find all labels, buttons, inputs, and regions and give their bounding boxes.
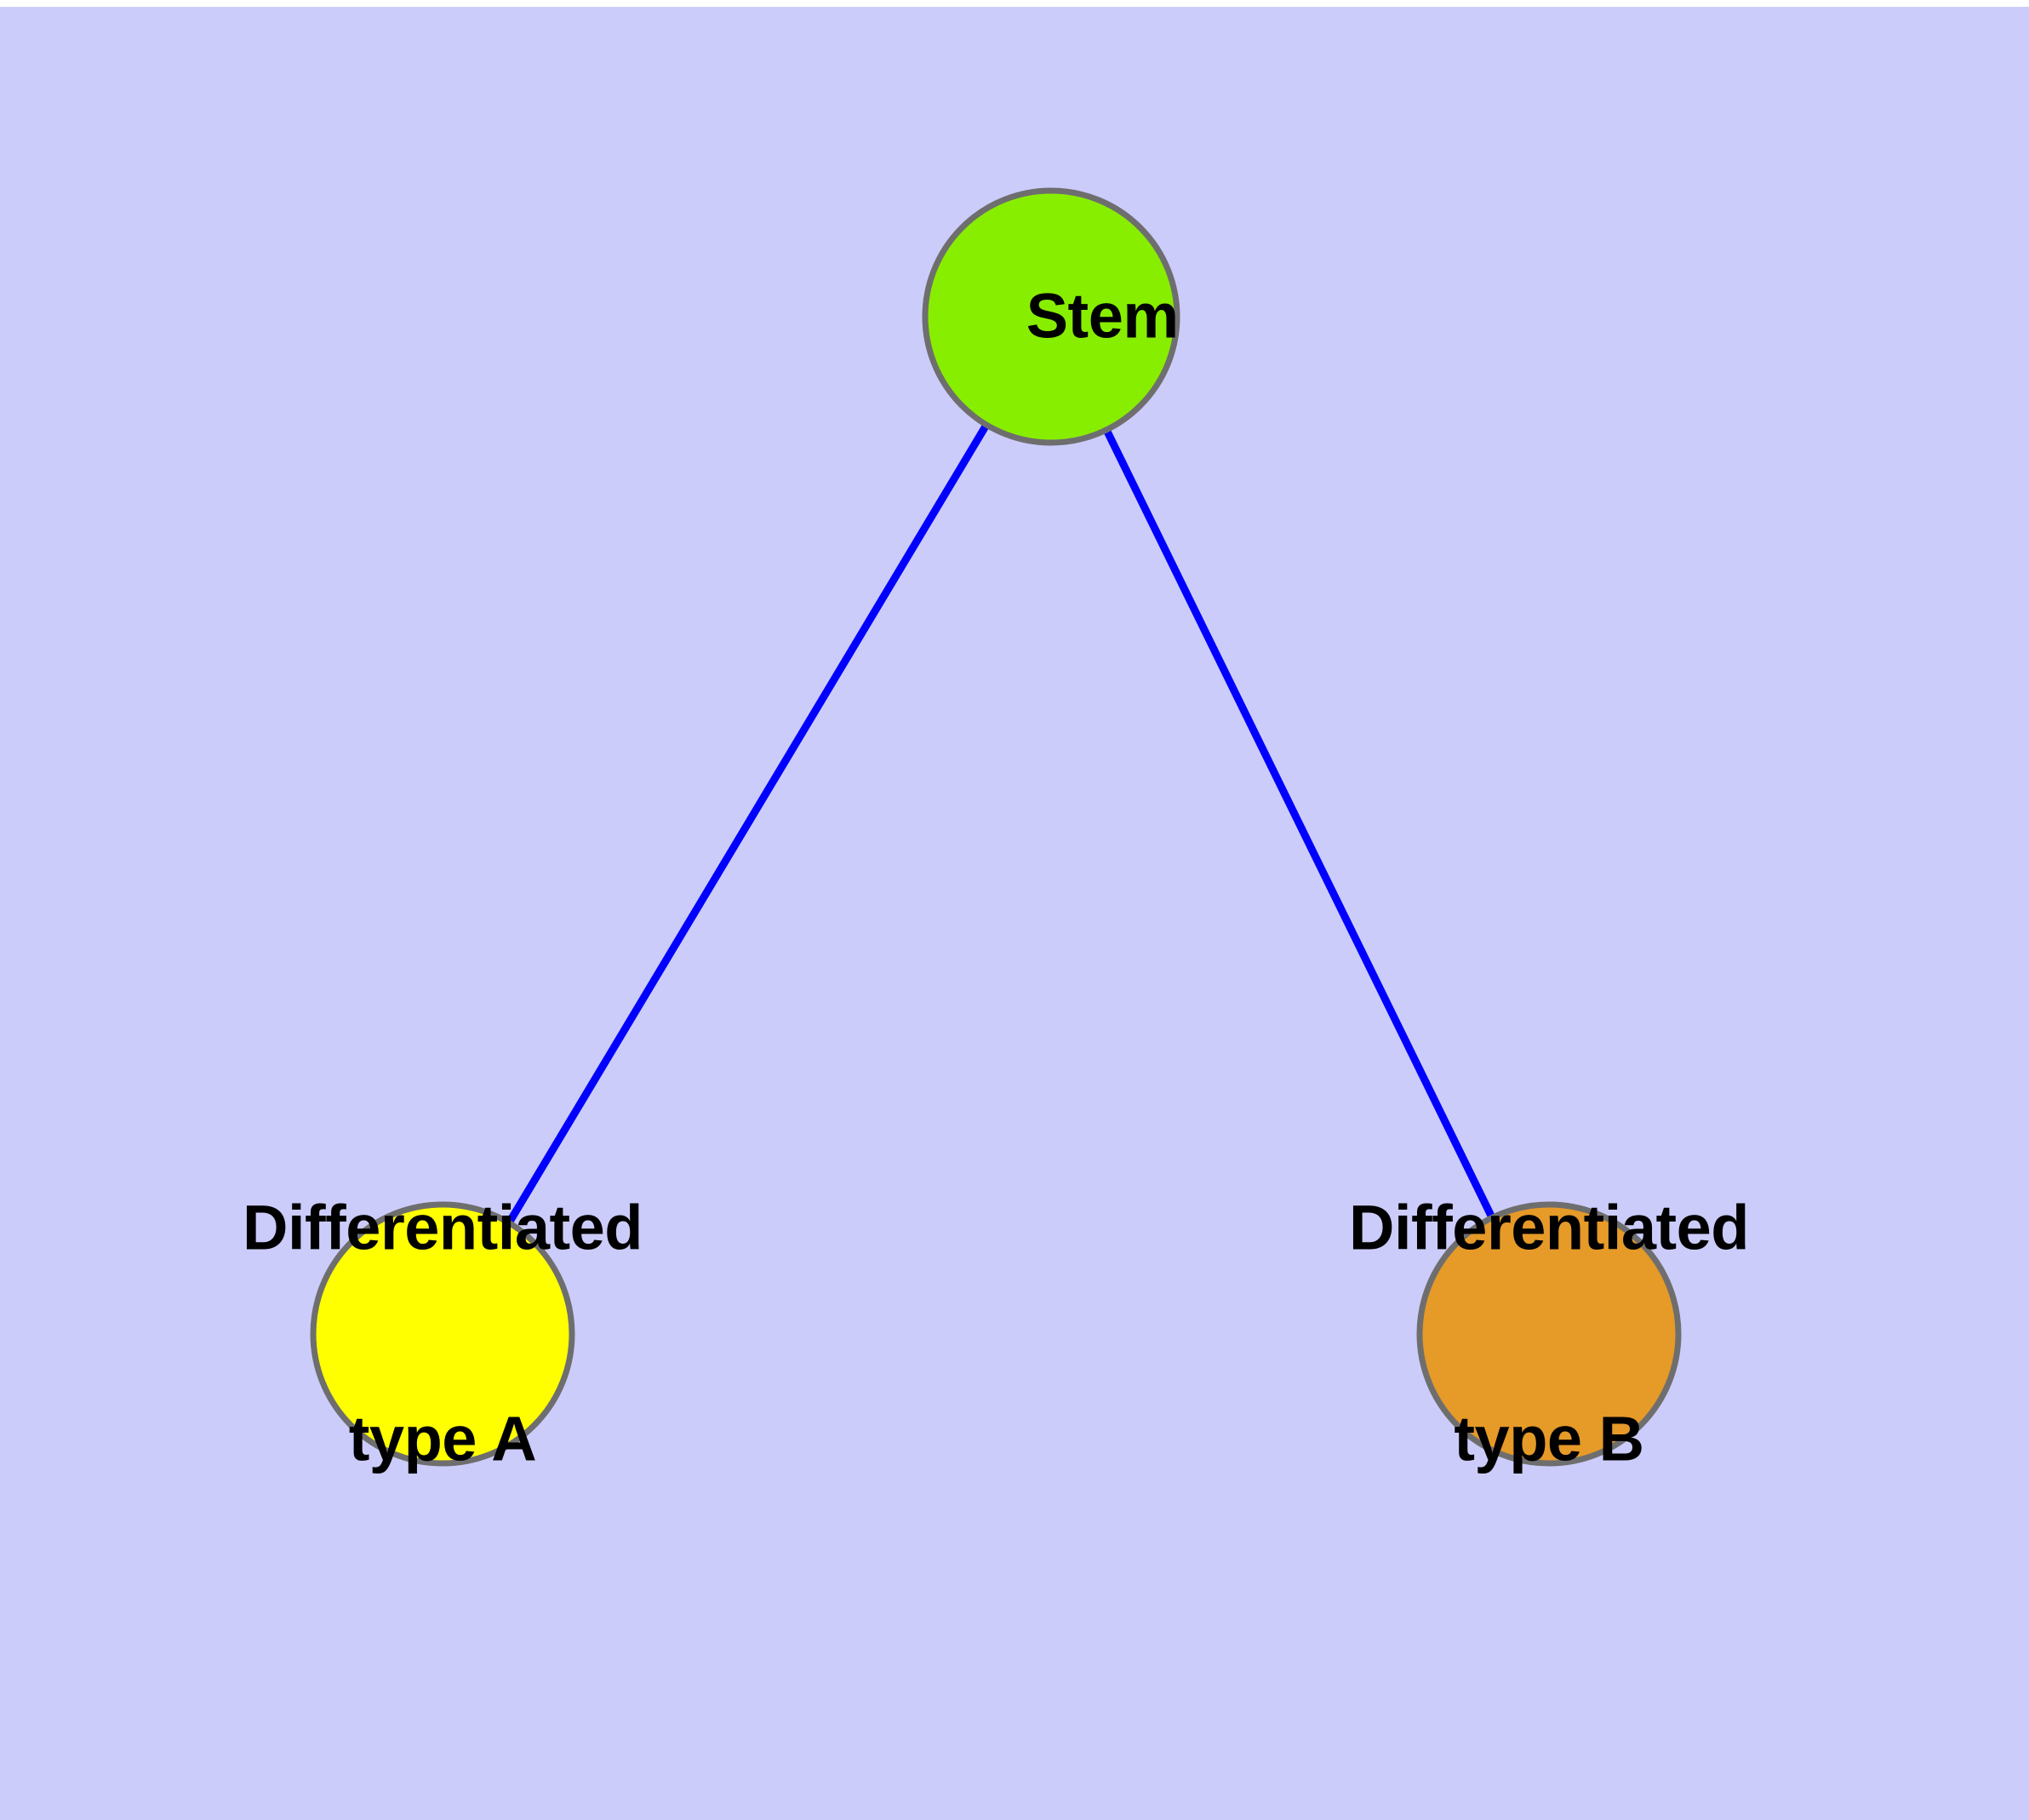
node-stem-circle[interactable] xyxy=(922,187,1180,446)
edge-layer xyxy=(506,422,1496,1225)
graph-svg xyxy=(310,187,1682,1467)
node-differentiated-type-a-circle[interactable] xyxy=(310,1201,575,1467)
node-layer xyxy=(310,187,1682,1467)
edge-stem-to-differentiated-type-b[interactable] xyxy=(1103,427,1496,1220)
edge-stem-to-differentiated-type-a[interactable] xyxy=(506,422,990,1225)
node-differentiated-type-b-circle[interactable] xyxy=(1416,1201,1682,1467)
diagram-canvas: Stem Differentiated type A Differentiate… xyxy=(0,7,2029,1820)
